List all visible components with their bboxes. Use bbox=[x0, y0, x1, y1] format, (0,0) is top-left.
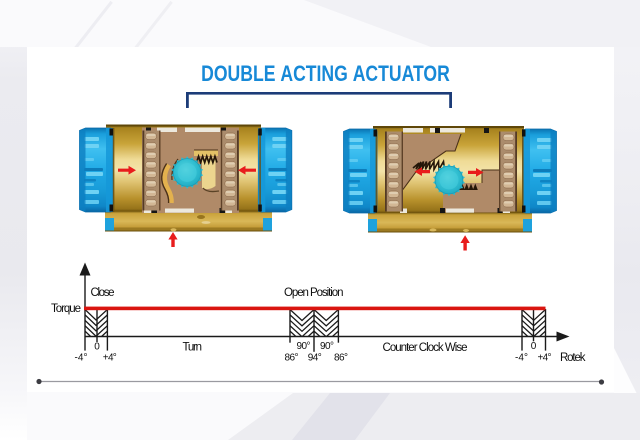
svg-text:86°: 86° bbox=[285, 353, 299, 364]
svg-text:+4°: +4° bbox=[538, 353, 552, 364]
svg-text:Torque: Torque bbox=[51, 303, 81, 315]
svg-text:-4°: -4° bbox=[515, 353, 528, 364]
svg-text:0: 0 bbox=[531, 341, 537, 352]
svg-text:Turn: Turn bbox=[183, 342, 203, 354]
svg-text:Rotek: Rotek bbox=[560, 352, 586, 364]
svg-text:90°: 90° bbox=[320, 341, 334, 352]
svg-text:-4°: -4° bbox=[75, 353, 88, 364]
svg-text:90°: 90° bbox=[297, 341, 311, 352]
svg-text:Close: Close bbox=[91, 287, 115, 299]
svg-text:94°: 94° bbox=[308, 353, 322, 364]
svg-text:Open Position: Open Position bbox=[284, 287, 344, 299]
svg-text:+4°: +4° bbox=[103, 353, 117, 364]
svg-text:Counter Clock Wise: Counter Clock Wise bbox=[383, 342, 468, 354]
svg-text:86°: 86° bbox=[334, 353, 348, 364]
svg-text:0: 0 bbox=[94, 342, 100, 353]
